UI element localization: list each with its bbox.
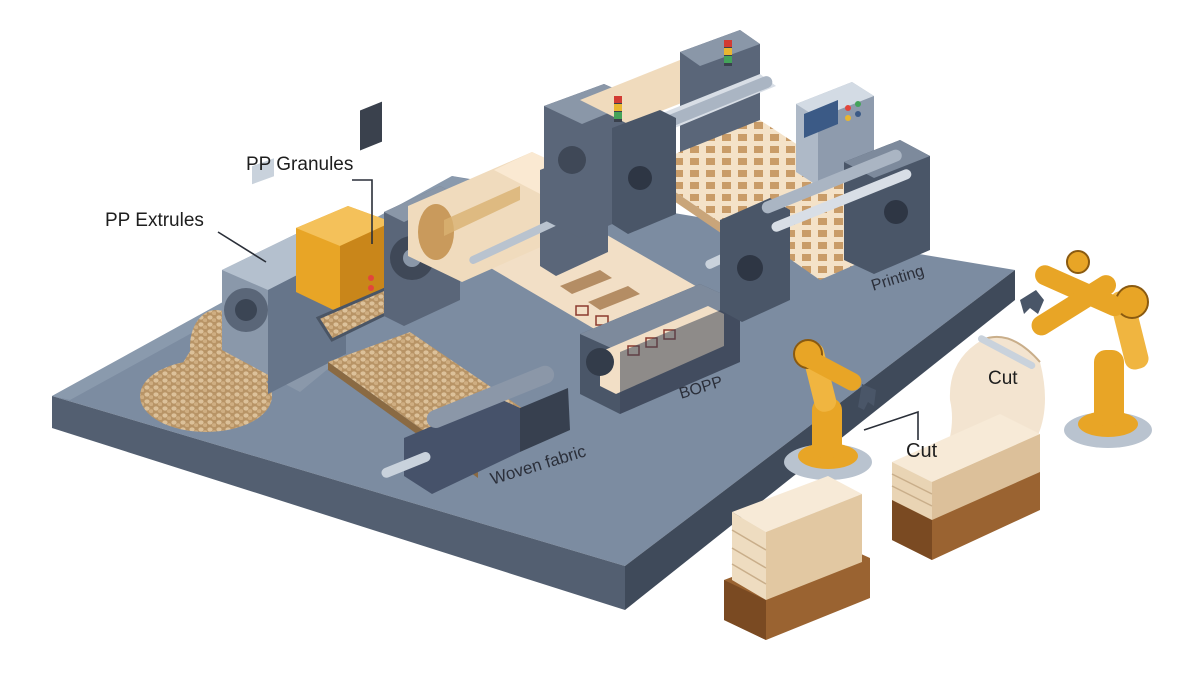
signal-light-1 — [614, 96, 622, 122]
robot-arm-right — [1020, 250, 1152, 448]
granule-conveyor — [328, 332, 570, 494]
callout-line-pp-granules — [352, 179, 373, 244]
signal-light-2 — [724, 40, 732, 66]
callout-line-cut — [863, 410, 919, 440]
callout-line-pp-extrules — [217, 231, 267, 263]
label-pp-granules: PP Granules — [246, 154, 354, 175]
pp-extruder-machine — [222, 101, 409, 394]
printing-machine — [544, 30, 860, 246]
bopp-machine — [580, 237, 761, 414]
final-roller-unit — [720, 140, 930, 322]
pallet-stack-left — [724, 476, 870, 640]
label-cut-top: Cut — [988, 368, 1018, 389]
label-pp-extrules: PP Extrules — [105, 210, 204, 231]
label-cut-bottom: Cut — [906, 440, 938, 462]
pallet-stack-right — [891, 414, 1040, 560]
robot-arm-left — [784, 339, 876, 480]
callout-lines — [217, 179, 919, 440]
